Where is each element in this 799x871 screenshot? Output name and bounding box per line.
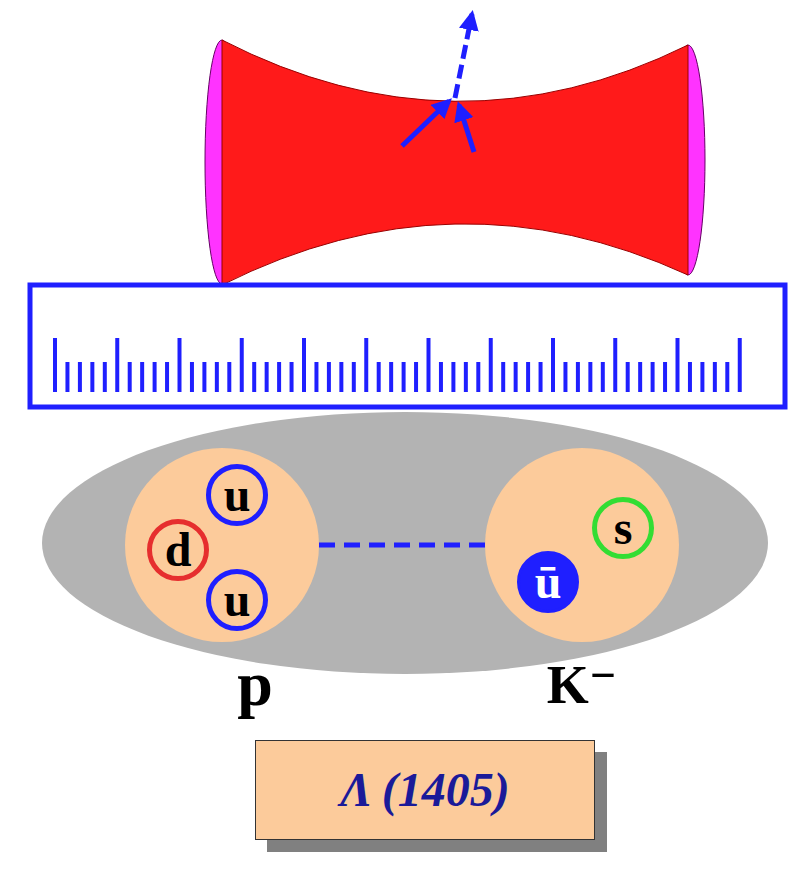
ruler-tick [663,362,667,392]
bound-state [42,412,768,674]
ruler-tick [165,362,169,392]
quark-circle: d [147,519,209,581]
ruler-tick [402,362,406,392]
ruler-tick [439,362,443,392]
ruler-tick [738,338,742,392]
quark-label: u [224,576,251,624]
ruler-tick [613,338,617,392]
ruler-tick [153,362,157,392]
ruler-tick [314,362,318,392]
ruler-tick [588,362,592,392]
state-label: Λ (1405) [340,766,509,814]
ruler-tick [290,362,294,392]
ruler-ticks [55,338,740,392]
ruler-tick [688,362,692,392]
meson-circle: K⁻sū [485,448,679,642]
ruler-tick [489,338,493,392]
ruler-tick [140,362,144,392]
ruler-tick [551,338,555,392]
quark-arrow [402,101,449,146]
ruler-tick [377,362,381,392]
quark-label: u [224,471,251,519]
ruler-tick [339,362,343,392]
ruler-tick [476,362,480,392]
ruler-tick [202,362,206,392]
ruler-tick [215,362,219,392]
ruler-tick [725,362,729,392]
ruler-tick [464,362,468,392]
antiquark-circle: ū [517,551,579,613]
ruler-tick [514,362,518,392]
ruler-tick [700,362,704,392]
quark-circle: u [206,464,268,526]
ruler-tick [427,338,431,392]
state-label-box: Λ (1405) [255,740,595,840]
ruler-tick [414,362,418,392]
ruler-tick [651,362,655,392]
ruler-tick [265,362,269,392]
ruler-tick [389,362,393,392]
ruler-tick [103,362,107,392]
ruler-tick [327,362,331,392]
ruler-tick [90,362,94,392]
ruler-tick [352,362,356,392]
ruler-tick [576,362,580,392]
ruler-tick [638,362,642,392]
particle-label: p [237,652,273,716]
particle-label: K⁻ [547,658,618,712]
quark-arrow [459,105,474,152]
pair-arrow [455,14,472,98]
interaction-line [319,543,485,548]
quark-circle: s [592,497,654,559]
ruler-tick [252,362,256,392]
ruler-tick [227,362,231,392]
ruler-tick [78,362,82,392]
ruler-tick [65,362,69,392]
ruler-tick [539,362,543,392]
ruler-tick [302,338,306,392]
ruler-tick [115,338,119,392]
ruler [30,285,785,407]
quark-circle: u [206,569,268,631]
ruler-tick [676,338,680,392]
ruler-tick [53,338,57,392]
baryon-circle: pudu [125,448,319,642]
ruler-tick [626,362,630,392]
ruler-tick [563,362,567,392]
ruler-tick [501,362,505,392]
ruler-tick [713,362,717,392]
quark-label: s [614,504,633,552]
ruler-tick [526,362,530,392]
ruler-tick [190,362,194,392]
ruler-tick [364,338,368,392]
ruler-tick [277,362,281,392]
flux-tube [222,40,688,285]
ruler-tick [128,362,132,392]
ruler-tick [178,338,182,392]
ruler-tick [601,362,605,392]
quark-label: ū [535,558,562,606]
ruler-tick [451,362,455,392]
quark-label: d [165,526,192,574]
ruler-tick [240,338,244,392]
